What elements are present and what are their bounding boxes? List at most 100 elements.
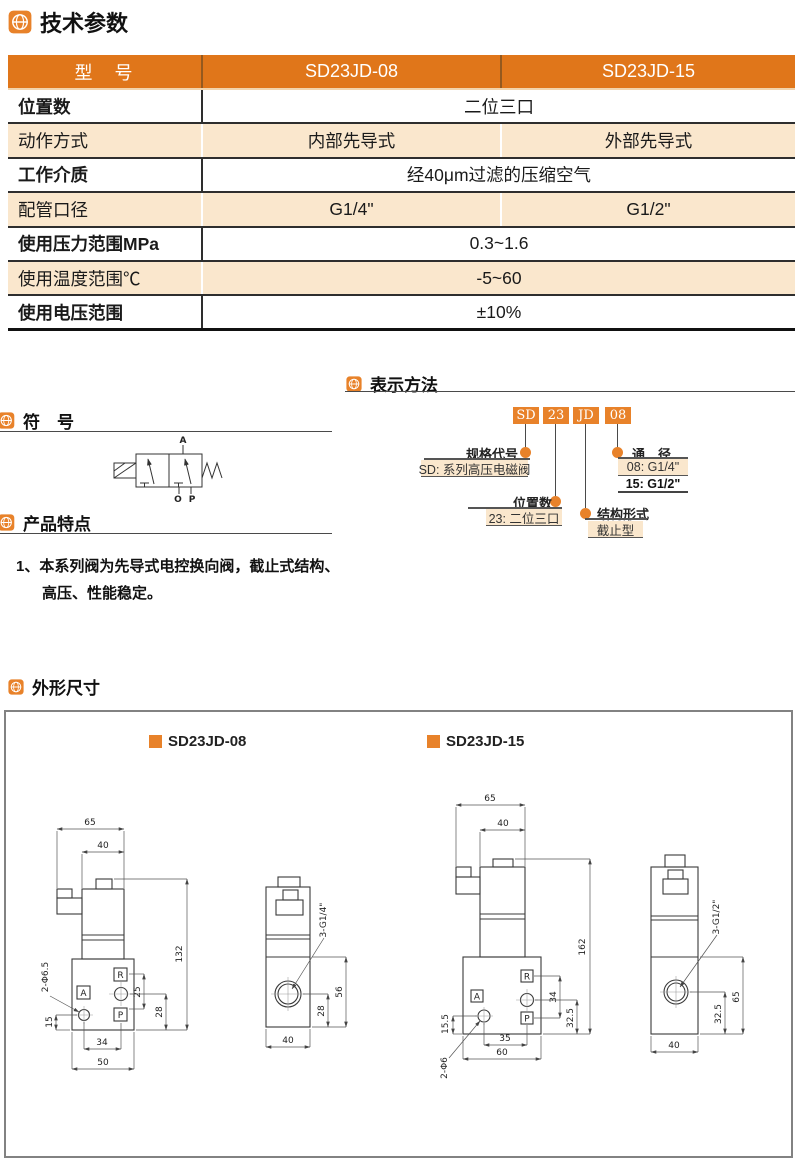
dimensions-title: 外形尺寸 — [32, 679, 100, 698]
svg-text:A: A — [474, 993, 481, 1003]
brand-icon — [8, 678, 24, 695]
table-row: 使用电压范围 ±10% — [8, 296, 795, 331]
symbol-section-header: 符 号 — [0, 408, 74, 433]
table-row: 动作方式 内部先导式 外部先导式 — [8, 124, 795, 159]
row-value: -5~60 — [476, 267, 522, 288]
svg-text:162: 162 — [578, 938, 588, 955]
features-rule — [0, 533, 332, 534]
model-label-15: SD23JD-15 — [427, 733, 524, 750]
page-title-block: 技术参数 — [8, 6, 128, 38]
drawing-side-15: 3-G1/2" 65 32.5 40 — [650, 854, 745, 1054]
svg-text:65: 65 — [484, 794, 495, 804]
row-label: 位置数 — [8, 90, 203, 123]
feature-line-1: 1、本系列阀为先导式电控换向阀，截止式结构、 — [16, 558, 340, 575]
svg-text:32.5: 32.5 — [714, 1004, 724, 1024]
header-model-2: SD23JD-15 — [601, 61, 696, 81]
table-row: 工作介质 经40μm过滤的压缩空气 — [8, 158, 795, 194]
row-label: 动作方式 — [8, 124, 203, 157]
code-box-jd: JD — [573, 407, 599, 424]
underline — [424, 458, 530, 460]
svg-text:15.5: 15.5 — [441, 1014, 451, 1034]
svg-text:65: 65 — [84, 818, 95, 828]
row-label: 配管口径 — [8, 193, 203, 226]
row-value: 经40μm过滤的压缩空气 — [406, 165, 592, 186]
notation-rule — [345, 391, 795, 392]
row-value: 外部先导式 — [604, 131, 693, 152]
brand-icon — [0, 412, 15, 429]
connector-dot — [612, 447, 623, 458]
row-label: 使用电压范围 — [8, 296, 203, 328]
svg-text:3-G1/4": 3-G1/4" — [319, 903, 329, 938]
drawing-side-08: 3-G1/4" 56 28 40 — [265, 876, 348, 1049]
bore-desc-15: 15: G1/2" — [618, 477, 688, 493]
svg-text:28: 28 — [317, 1005, 327, 1017]
row-label: 工作介质 — [8, 158, 203, 192]
brand-icon — [346, 375, 362, 392]
underline — [468, 507, 562, 509]
svg-text:65: 65 — [732, 991, 742, 1002]
svg-text:132: 132 — [175, 945, 185, 962]
positions-desc: 23: 二位三口 — [486, 509, 562, 526]
svg-text:15: 15 — [45, 1016, 55, 1027]
connector-line — [617, 424, 618, 448]
valve-symbol: A O P — [113, 436, 223, 504]
svg-text:34: 34 — [549, 991, 559, 1003]
header-model-1: SD23JD-08 — [203, 55, 502, 88]
connector-line — [585, 424, 586, 508]
connector-dot — [580, 508, 591, 519]
svg-text:P: P — [118, 1011, 124, 1021]
svg-text:32.5: 32.5 — [566, 1008, 576, 1028]
svg-text:2-Φ6.5: 2-Φ6.5 — [41, 962, 51, 992]
bullet-icon — [427, 735, 440, 748]
svg-text:60: 60 — [496, 1048, 508, 1058]
svg-text:2-Φ6: 2-Φ6 — [440, 1057, 450, 1079]
model-name: SD23JD-15 — [446, 733, 525, 750]
symbol-rule — [0, 431, 332, 432]
connector-line — [525, 424, 526, 448]
model-label-08: SD23JD-08 — [149, 733, 246, 750]
symbol-port-o: O — [174, 495, 182, 504]
svg-text:40: 40 — [497, 819, 509, 829]
row-value: 内部先导式 — [203, 124, 502, 157]
table-row: 使用温度范围℃ -5~60 — [8, 261, 795, 297]
underline — [585, 518, 647, 520]
page-title: 技术参数 — [40, 11, 129, 36]
svg-text:3-G1/2": 3-G1/2" — [712, 900, 722, 935]
notation-title: 表示方法 — [370, 376, 438, 395]
feature-line-2: 高压、性能稳定。 — [42, 585, 163, 602]
symbol-port-a: A — [180, 436, 187, 446]
features-section-header: 产品特点 — [0, 510, 91, 535]
row-value: G1/4" — [203, 193, 502, 226]
svg-text:28: 28 — [155, 1006, 165, 1018]
code-box-sd: SD — [513, 407, 539, 424]
underline — [618, 457, 688, 459]
svg-text:R: R — [117, 971, 123, 981]
drawing-front-08: R A P 65 40 132 25 28 15 34 50 2-Φ6.5 — [41, 818, 189, 1071]
row-value: 0.3~1.6 — [469, 233, 529, 254]
dimensions-panel: SD23JD-08 SD23JD-15 R A P 65 40 132 — [4, 710, 793, 1158]
features-title: 产品特点 — [23, 515, 91, 534]
svg-text:40: 40 — [97, 841, 109, 851]
spec-code-desc: SD: 系列高压电磁阀 — [419, 460, 530, 477]
svg-text:P: P — [524, 1015, 530, 1025]
row-label: 使用压力范围MPa — [8, 227, 203, 260]
model-name: SD23JD-08 — [168, 733, 247, 750]
drawing-front-15: R A P 65 40 162 34 32.5 15.5 35 60 2-Φ6 — [440, 794, 592, 1079]
connector-line — [555, 424, 556, 497]
row-label: 使用温度范围℃ — [8, 261, 203, 295]
header-model-label: 型 号 — [8, 55, 203, 88]
table-header-row: 型 号 SD23JD-08 SD23JD-15 — [8, 55, 795, 90]
svg-text:35: 35 — [499, 1034, 510, 1044]
spec-table: 型 号 SD23JD-08 SD23JD-15 位置数 二位三口 动作方式 内部… — [8, 55, 795, 331]
dimensions-section-header: 外形尺寸 — [8, 674, 100, 699]
connector-dot — [520, 447, 531, 458]
brand-icon — [8, 10, 32, 34]
bore-desc-08: 08: G1/4" — [618, 459, 688, 476]
table-row: 位置数 二位三口 — [8, 90, 795, 125]
symbol-title: 符 号 — [23, 413, 74, 432]
structure-desc: 截止型 — [588, 521, 643, 538]
notation-section-header: 表示方法 — [346, 371, 438, 396]
svg-text:56: 56 — [335, 986, 345, 998]
code-box-08: 08 — [605, 407, 631, 424]
svg-text:50: 50 — [97, 1058, 109, 1068]
